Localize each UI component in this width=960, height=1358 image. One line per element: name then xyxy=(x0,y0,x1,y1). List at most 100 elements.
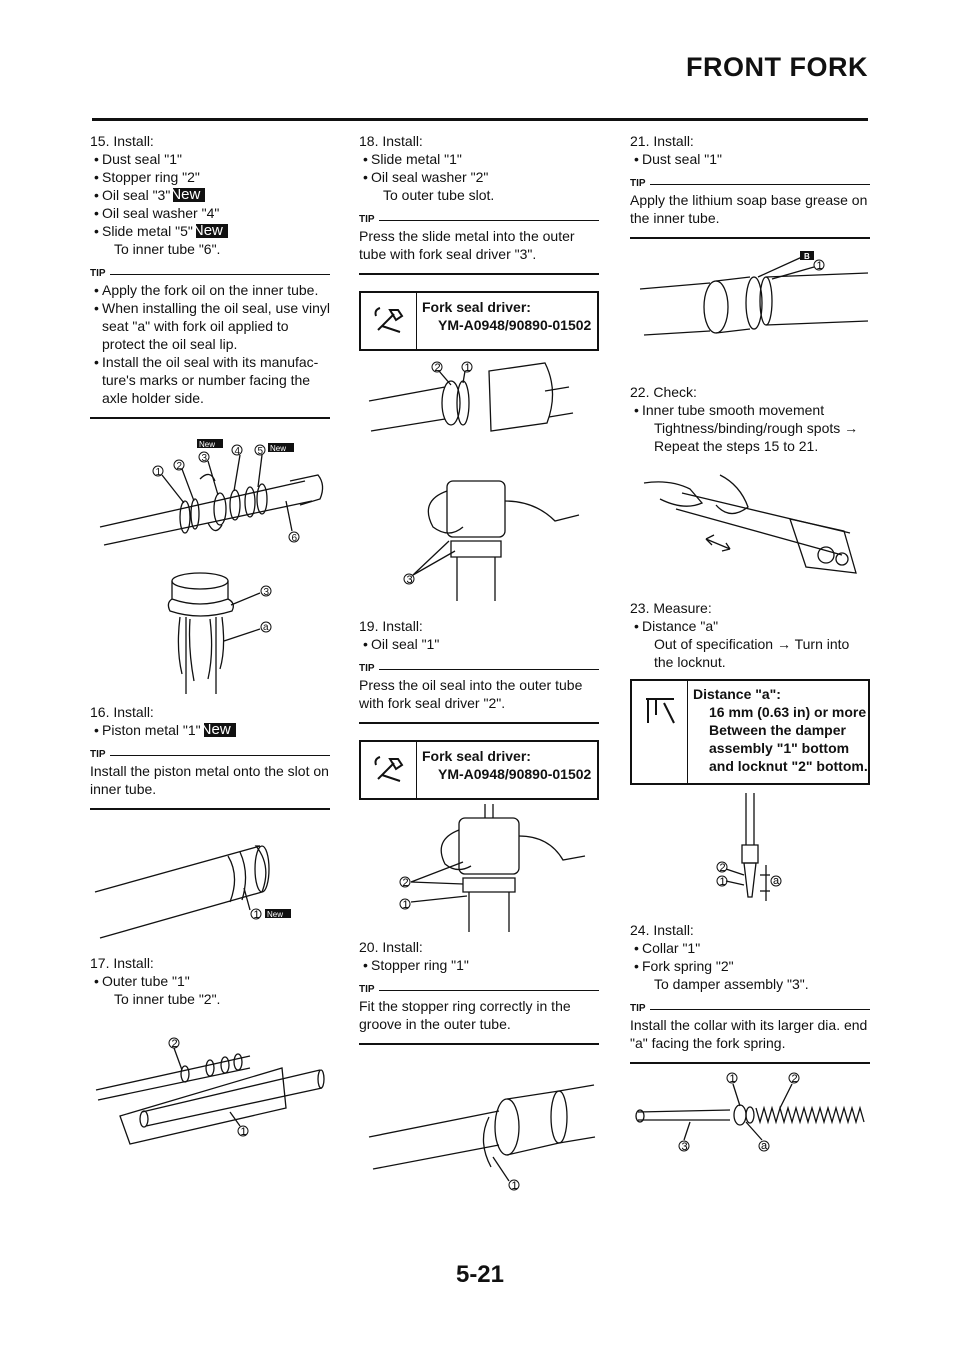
step-sub: To damper assembly "3". xyxy=(654,976,809,992)
illustration-oil-seal-driver: 2 1 xyxy=(399,804,586,932)
illustration-piston-metal: 1 New xyxy=(94,845,291,939)
tip-box: TIP Install the collar with its larger d… xyxy=(630,1003,870,1064)
illustration-check-movement xyxy=(643,474,857,574)
tip-item: Apply the fork oil on the inner tube. xyxy=(90,281,330,299)
list-item-text: Piston metal "1" xyxy=(102,722,201,738)
list-item: Fork spring "2" xyxy=(630,957,870,975)
list-item: Oil seal washer "4" xyxy=(90,204,330,222)
tip-box: TIP Press the slide metal into the outer… xyxy=(359,214,599,275)
step-sub: Out of specification → Turn into the loc… xyxy=(654,636,850,670)
tool-value: YM-A0948/90890-01502 xyxy=(438,317,592,333)
column-right: 21. Install: Dust seal "1" TIP Apply the… xyxy=(630,132,870,1164)
list-item-text: Slide metal "5" xyxy=(102,223,193,239)
list-item: Stopper ring "1" xyxy=(359,956,599,974)
step-number: 21. Install: xyxy=(630,133,694,149)
list-item: Piston metal "1"New xyxy=(90,721,330,739)
callout-3: 3 xyxy=(202,453,208,464)
step-16: 16. Install: Piston metal "1"New xyxy=(90,703,330,739)
step-24: 24. Install: Collar "1" Fork spring "2" … xyxy=(630,921,870,993)
tip-text: Install the piston metal onto the slot o… xyxy=(90,763,329,797)
list-item: Slide metal "5"New xyxy=(90,222,330,240)
tip-label: TIP xyxy=(359,984,375,995)
illustration-vinyl-seat: 3 a xyxy=(167,572,272,694)
list-item-text: Oil seal "3" xyxy=(102,187,171,203)
tool-label: Fork seal driver: xyxy=(422,748,531,764)
callout-2: 2 xyxy=(720,862,726,874)
tip-text: Press the oil seal into the outer tube w… xyxy=(359,677,583,711)
tip-label: TIP xyxy=(630,1003,646,1014)
wrench-icon xyxy=(361,293,417,349)
tip-label: TIP xyxy=(359,663,375,674)
callout-1: 1 xyxy=(254,909,260,921)
tip-text: Install the collar with its larger dia. … xyxy=(630,1017,868,1051)
callout-a: a xyxy=(263,622,269,633)
callout-1: 1 xyxy=(241,1126,247,1138)
new-badge: New xyxy=(199,440,215,449)
callout-1: 1 xyxy=(512,1180,518,1192)
tip-box: TIP Apply the lithium soap base grease o… xyxy=(630,178,870,239)
tool-label: Fork seal driver: xyxy=(422,299,531,315)
wrench-icon xyxy=(361,742,417,798)
step-18: 18. Install: Slide metal "1" Oil seal wa… xyxy=(359,132,599,204)
tip-label: TIP xyxy=(630,178,646,189)
new-badge: New xyxy=(170,187,206,202)
tip-text: Fit the stopper ring correctly in the gr… xyxy=(359,998,571,1032)
step-number: 18. Install: xyxy=(359,133,423,149)
step-sub: Tightness/binding/rough spots → Repeat t… xyxy=(654,420,859,454)
column-middle: 18. Install: Slide metal "1" Oil seal wa… xyxy=(359,132,599,1195)
callout-a: a xyxy=(773,875,780,887)
spec-box: Distance "a": 16 mm (0.63 in) or more Bet… xyxy=(630,679,870,785)
spec-label: Distance "a": xyxy=(693,686,781,702)
illustration-collar-spring: 1 2 3 a xyxy=(635,1072,865,1153)
step-number: 23. Measure: xyxy=(630,600,712,616)
illustration-stopper-ring: 1 xyxy=(368,1084,596,1192)
special-tool-box: Fork seal driver: YM-A0948/90890-01502 xyxy=(359,740,599,800)
callout-3: 3 xyxy=(407,574,413,586)
spec-value: 16 mm (0.63 in) or more Between the damp… xyxy=(709,704,868,774)
list-item: Dust seal "1" xyxy=(630,150,870,168)
step-23: 23. Measure: Distance "a" Out of specifi… xyxy=(630,599,870,671)
step-number: 17. Install: xyxy=(90,955,154,971)
step-number: 24. Install: xyxy=(630,922,694,938)
callout-1: 1 xyxy=(403,899,409,911)
caliper-icon xyxy=(632,681,688,783)
callout-2: 2 xyxy=(172,1038,178,1050)
illustration-inner-tube-parts: 1 2 3 4 5 6 New New xyxy=(99,439,324,546)
tip-label: TIP xyxy=(90,749,106,760)
step-number: 16. Install: xyxy=(90,704,154,720)
list-item: Collar "1" xyxy=(630,939,870,957)
step-15: 15. Install: Dust seal "1" Stopper ring … xyxy=(90,132,330,258)
tip-label: TIP xyxy=(90,268,106,279)
callout-a: a xyxy=(761,1140,768,1152)
callout-2: 2 xyxy=(403,877,409,889)
new-badge: New xyxy=(201,722,236,737)
callout-1: 1 xyxy=(817,260,823,272)
list-item: Inner tube smooth movement xyxy=(630,401,870,419)
callout-5: 5 xyxy=(258,446,264,457)
tip-text: Apply the lithium soap base grease on th… xyxy=(630,192,868,226)
page-number: 5-21 xyxy=(455,1261,505,1288)
tool-value: YM-A0948/90890-01502 xyxy=(438,766,592,782)
tip-box: TIP Press the oil seal into the outer tu… xyxy=(359,663,599,724)
step-number: 15. Install: xyxy=(90,133,154,149)
callout-1: 1 xyxy=(465,362,471,374)
tip-item: When installing the oil seal, use vi­nyl… xyxy=(90,299,330,353)
step-sub: To inner tube "2". xyxy=(114,991,221,1007)
step-20: 20. Install: Stopper ring "1" xyxy=(359,938,599,974)
new-badge: New xyxy=(270,444,286,453)
list-item: Oil seal washer "2" xyxy=(359,168,599,186)
list-item: Dust seal "1" xyxy=(90,150,330,168)
step-19: 19. Install: Oil seal "1" xyxy=(359,617,599,653)
tip-label: TIP xyxy=(359,214,375,225)
tip-box: TIP Apply the fork oil on the inner tube… xyxy=(90,268,330,419)
list-item: Oil seal "1" xyxy=(359,635,599,653)
new-badge: New xyxy=(267,910,283,919)
new-badge: New xyxy=(193,223,228,238)
list-item: Outer tube "1" xyxy=(90,972,330,990)
step-number: 22. Check: xyxy=(630,384,697,400)
tip-box: TIP Fit the stopper ring correctly in th… xyxy=(359,984,599,1045)
illustration-distance-a: 2 1 a xyxy=(716,793,782,901)
special-tool-box: Fork seal driver: YM-A0948/90890-01502 xyxy=(359,291,599,351)
illustration-dust-seal: B 1 xyxy=(639,251,869,336)
callout-3: 3 xyxy=(264,587,270,598)
